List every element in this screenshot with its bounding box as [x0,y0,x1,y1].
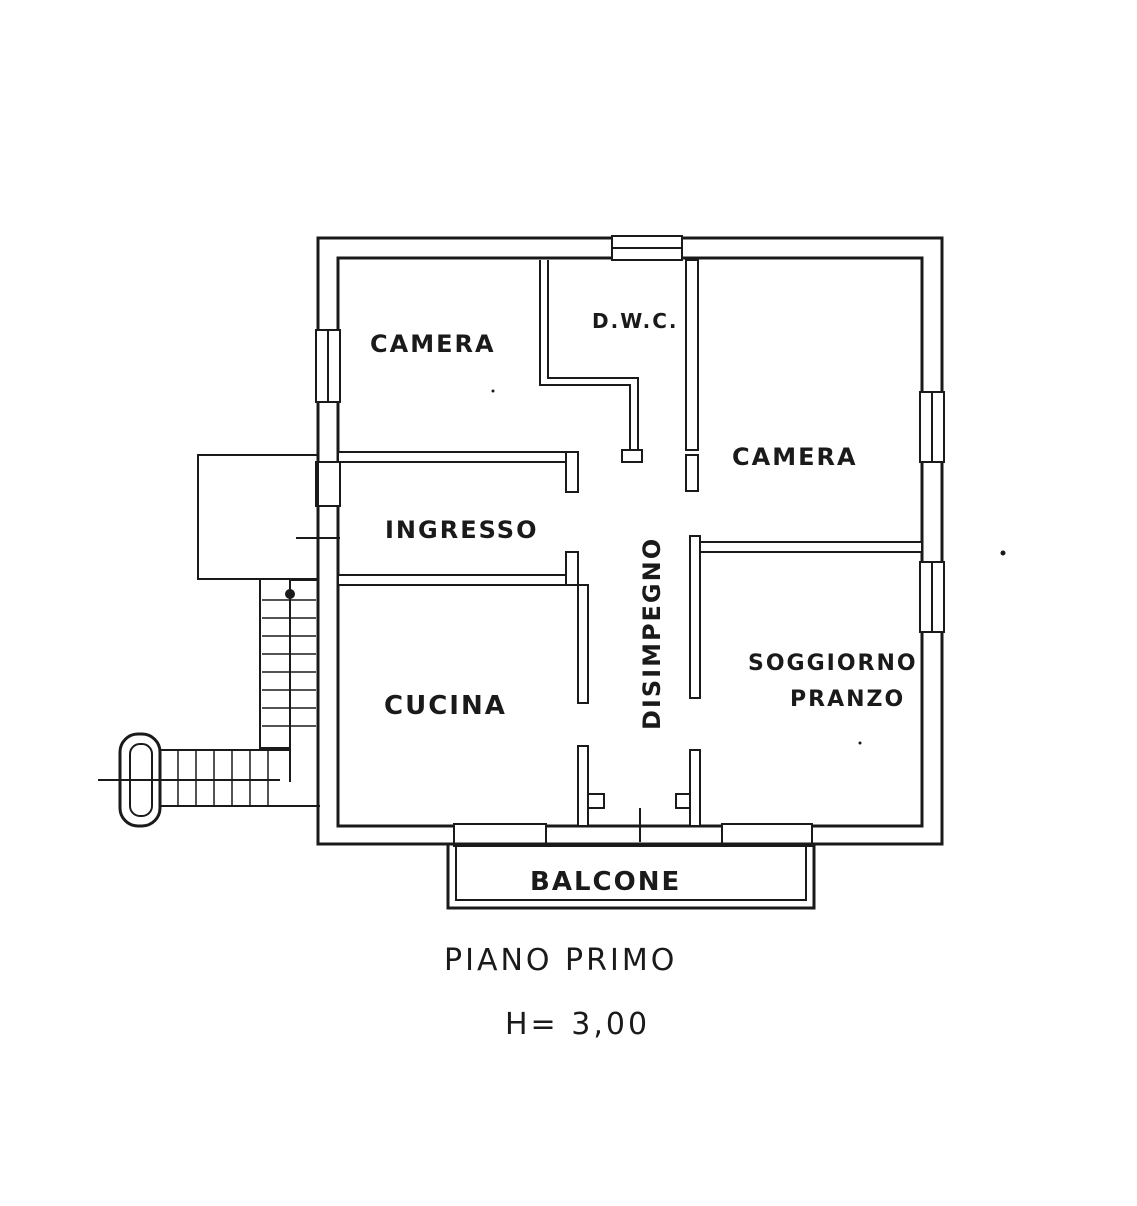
stairs [98,454,340,828]
floor-title: PIANO PRIMO [444,943,677,978]
room-label-cucina: CUCINA [384,691,507,721]
room-label-camera-right: CAMERA [732,443,858,471]
room-label-disimpegno: DISIMPEGNO [638,537,666,730]
room-label-pranzo: PRANZO [790,687,905,712]
room-label-balcone: BALCONE [530,867,681,897]
balcony [446,842,816,910]
windows [315,235,945,847]
room-label-soggiorno: SOGGIORNO [748,651,918,676]
room-label-camera-left: CAMERA [370,330,496,358]
interior-walls [337,259,923,842]
room-label-ingresso: INGRESSO [385,516,538,544]
room-label-dwc: D.W.C. [592,309,679,333]
height-note: H= 3,00 [505,1007,650,1042]
